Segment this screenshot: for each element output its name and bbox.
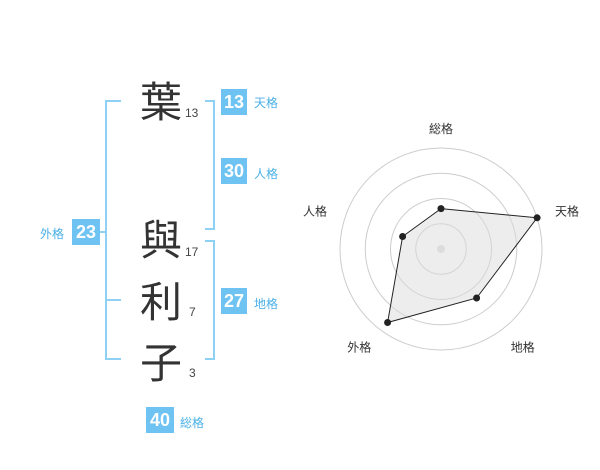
name-char-3: 利 — [140, 278, 183, 327]
name-char-1: 葉 — [140, 78, 183, 127]
gaikaku-bracket-top — [105, 100, 121, 102]
soukaku-badge: 40 — [146, 407, 174, 433]
gaikaku-label: 外格 — [40, 227, 65, 241]
chikaku-bracket-vertical — [213, 240, 215, 360]
radar-axis-label-1: 総格 — [429, 121, 453, 136]
chikaku-bracket-top — [205, 240, 215, 242]
stroke-count-1: 13 — [185, 106, 199, 120]
chikaku-bracket-bottom — [205, 358, 215, 360]
radar-axis-label-5: 人格 — [303, 203, 327, 218]
name-char-4: 子 — [140, 339, 183, 388]
gaikaku-bracket-vertical — [105, 100, 107, 360]
radar-axis-label-4: 外格 — [347, 340, 371, 355]
jinkaku-label: 人格 — [254, 167, 279, 181]
tenkaku-label: 天格 — [254, 96, 279, 110]
radar-point-3 — [473, 294, 481, 302]
radar-ring-4 — [339, 147, 543, 351]
radar-point-2 — [533, 214, 541, 222]
soukaku-label: 総格 — [180, 416, 205, 430]
radar-point-4 — [384, 319, 392, 326]
radar-ring-3 — [364, 172, 518, 326]
radar-area — [386, 208, 539, 324]
gaikaku-connector — [99, 231, 107, 233]
chikaku-badge: 27 — [221, 288, 247, 314]
chikaku-label: 地格 — [254, 297, 279, 311]
jinkaku-badge: 30 — [221, 158, 247, 184]
stroke-count-2: 17 — [185, 245, 199, 259]
stroke-count-4: 3 — [189, 366, 196, 380]
gaikaku-bracket-mid — [105, 299, 121, 301]
radar-axis-label-3: 地格 — [511, 340, 535, 355]
radar-point-5 — [399, 233, 407, 240]
jinkaku-bracket-bottom — [205, 228, 215, 230]
stroke-count-3: 7 — [189, 305, 196, 319]
tenkaku-bracket-top — [205, 100, 215, 102]
gaikaku-bracket-bottom — [105, 358, 121, 360]
radar-axis-label-2: 天格 — [555, 203, 579, 218]
gaikaku-badge: 23 — [72, 219, 100, 245]
radar-point-1 — [437, 205, 445, 213]
name-char-2: 與 — [140, 216, 183, 265]
jinkaku-bracket-vertical — [213, 100, 215, 230]
tenkaku-badge: 13 — [221, 89, 247, 115]
